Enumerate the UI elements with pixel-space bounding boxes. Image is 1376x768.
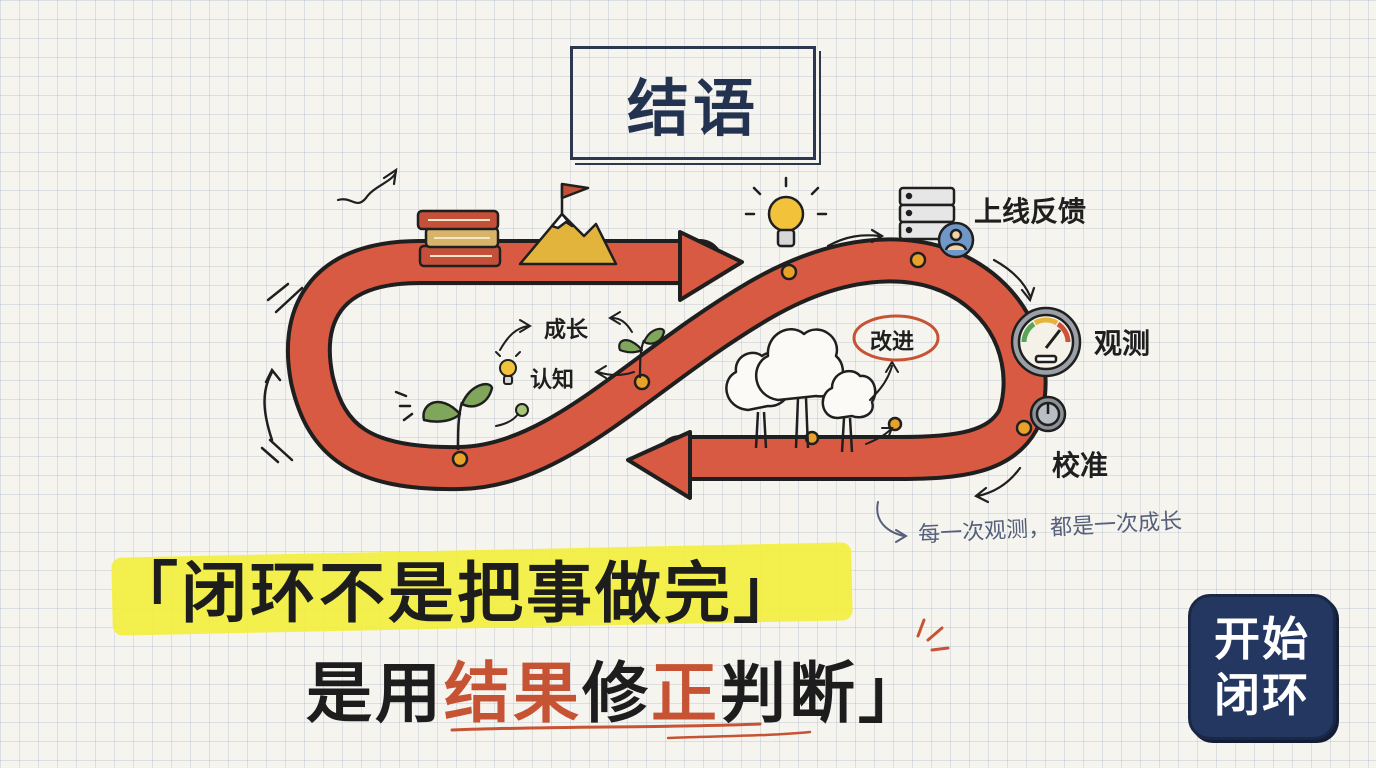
improve-circle	[852, 314, 940, 362]
tree-icon	[725, 328, 877, 453]
seed-icon	[495, 403, 529, 427]
mountain-flag-icon	[518, 182, 618, 266]
quote-line-2: 是用结果修正判断」	[306, 640, 927, 736]
badge-line-1: 开始	[1214, 612, 1310, 666]
quote-line-1: 「闭环不是把事做完」	[112, 540, 802, 636]
arrow-right-head	[678, 230, 744, 302]
label-cognition: 认知	[530, 368, 575, 393]
badge-line-2: 闭环	[1214, 668, 1310, 722]
node-dot	[633, 373, 651, 391]
quote-line-2-part: 判断	[720, 655, 858, 732]
arrow-curve	[973, 466, 1022, 504]
quote-underline	[666, 730, 812, 740]
book-stack-icon	[416, 209, 502, 268]
node-dot	[451, 450, 469, 468]
arrow-curve	[992, 258, 1036, 303]
arrow-curve	[869, 360, 899, 401]
arrow-curve	[608, 311, 633, 333]
infinity-loop	[286, 237, 1048, 492]
label-calibrate: 校准	[1052, 449, 1109, 482]
label-observe: 观测	[1094, 327, 1151, 360]
title-box: 结语	[570, 46, 816, 160]
arrow-curve	[865, 427, 894, 445]
node-dot	[909, 251, 927, 269]
lightbulb-icon	[744, 176, 828, 248]
motion-marks	[260, 282, 304, 464]
gauge-icon	[1010, 306, 1082, 378]
start-loop-badge: 开始 闭环	[1188, 594, 1336, 740]
lightbulb-icon	[495, 351, 521, 385]
arrow-curve	[499, 319, 532, 351]
knob-icon	[1029, 395, 1067, 433]
label-release-feedback: 上线反馈	[974, 195, 1087, 228]
quote-line-2-emphasis: 结果	[444, 655, 582, 732]
server-icon	[898, 186, 956, 241]
quote-line-2-part: 修	[582, 655, 651, 732]
quote-open-mark: 「	[112, 555, 181, 632]
quote-close-mark: 」	[858, 655, 927, 732]
arrow-left-head	[626, 430, 692, 500]
accent-strokes	[916, 618, 950, 652]
quote-close-mark: 」	[733, 555, 802, 632]
quote-underline	[450, 722, 762, 732]
node-dot	[804, 430, 820, 446]
quote-line-2-part: 是用	[306, 655, 444, 732]
label-growth: 成长	[544, 318, 589, 343]
page-title: 结语	[626, 72, 759, 145]
sprout-icon	[394, 383, 494, 451]
arrow-curve	[594, 365, 635, 379]
user-avatar-icon	[937, 221, 975, 259]
squiggle-doodle	[336, 167, 398, 204]
sprout-icon	[618, 327, 666, 379]
quote-line-2-emphasis: 正	[651, 655, 720, 732]
node-dot	[780, 263, 798, 281]
node-dot	[1015, 419, 1033, 437]
arrow-curve	[876, 501, 908, 543]
quote-line-1-text: 闭环不是把事做完	[181, 555, 733, 632]
label-improve: 改进	[870, 330, 915, 355]
arrow-curve	[826, 228, 885, 248]
